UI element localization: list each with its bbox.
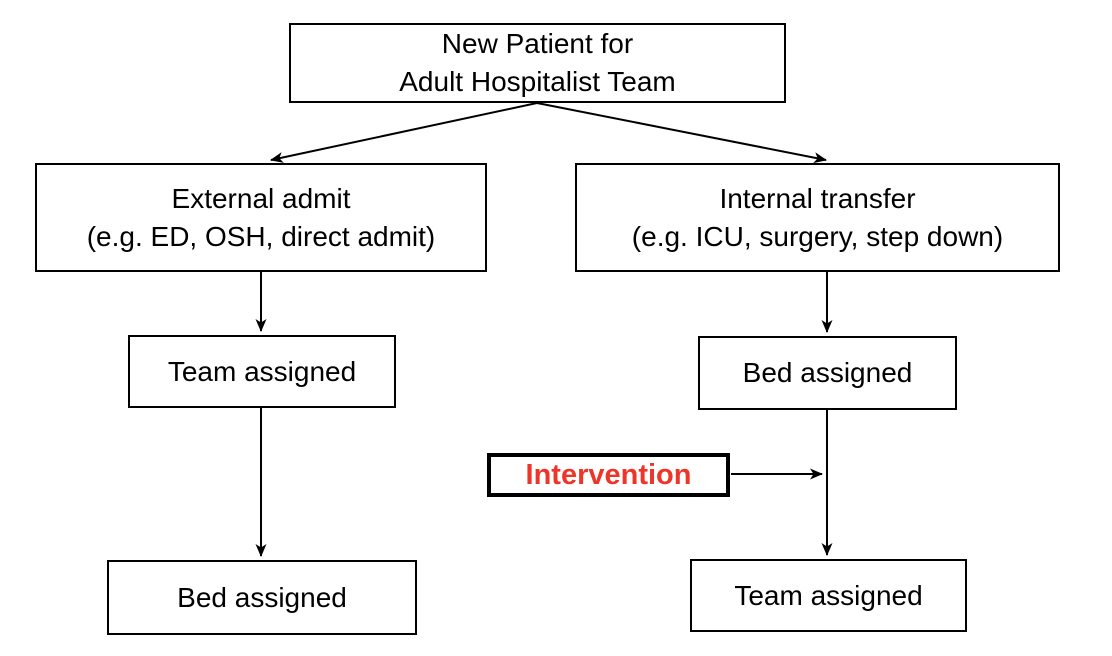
node-new-patient-line2: Adult Hospitalist Team: [399, 66, 676, 97]
node-bed-assigned-left-label: Bed assigned: [177, 581, 347, 613]
node-team-assigned-left-label: Team assigned: [167, 355, 357, 387]
node-bed-assigned-left: Bed assigned: [107, 560, 417, 635]
node-bed-assigned-right-label: Bed assigned: [742, 357, 913, 388]
node-intervention: Intervention: [487, 453, 730, 497]
node-team-assigned-right: Team assigned: [690, 559, 967, 632]
node-intervention-label: Intervention: [525, 459, 692, 491]
node-internal-transfer-line2: (e.g. ICU, surgery, step down): [631, 220, 1004, 252]
node-team-assigned-right-label: Team assigned: [734, 579, 923, 611]
node-external-admit-line2: (e.g. ED, OSH, direct admit): [86, 220, 436, 252]
node-internal-transfer-line1: Internal transfer: [719, 182, 916, 214]
node-new-patient-line1: New Patient for: [441, 28, 634, 59]
edge-start-to-internal: [536, 102, 827, 164]
node-external-admit-line1: External admit: [171, 182, 351, 214]
node-new-patient: New Patient for Adult Hospitalist Team: [289, 23, 786, 103]
node-internal-transfer: Internal transfer (e.g. ICU, surgery, st…: [575, 163, 1060, 272]
node-team-assigned-left: Team assigned: [128, 335, 396, 408]
node-bed-assigned-right: Bed assigned: [698, 336, 957, 410]
node-external-admit: External admit (e.g. ED, OSH, direct adm…: [35, 163, 487, 272]
edge-start-to-external: [270, 102, 538, 163]
